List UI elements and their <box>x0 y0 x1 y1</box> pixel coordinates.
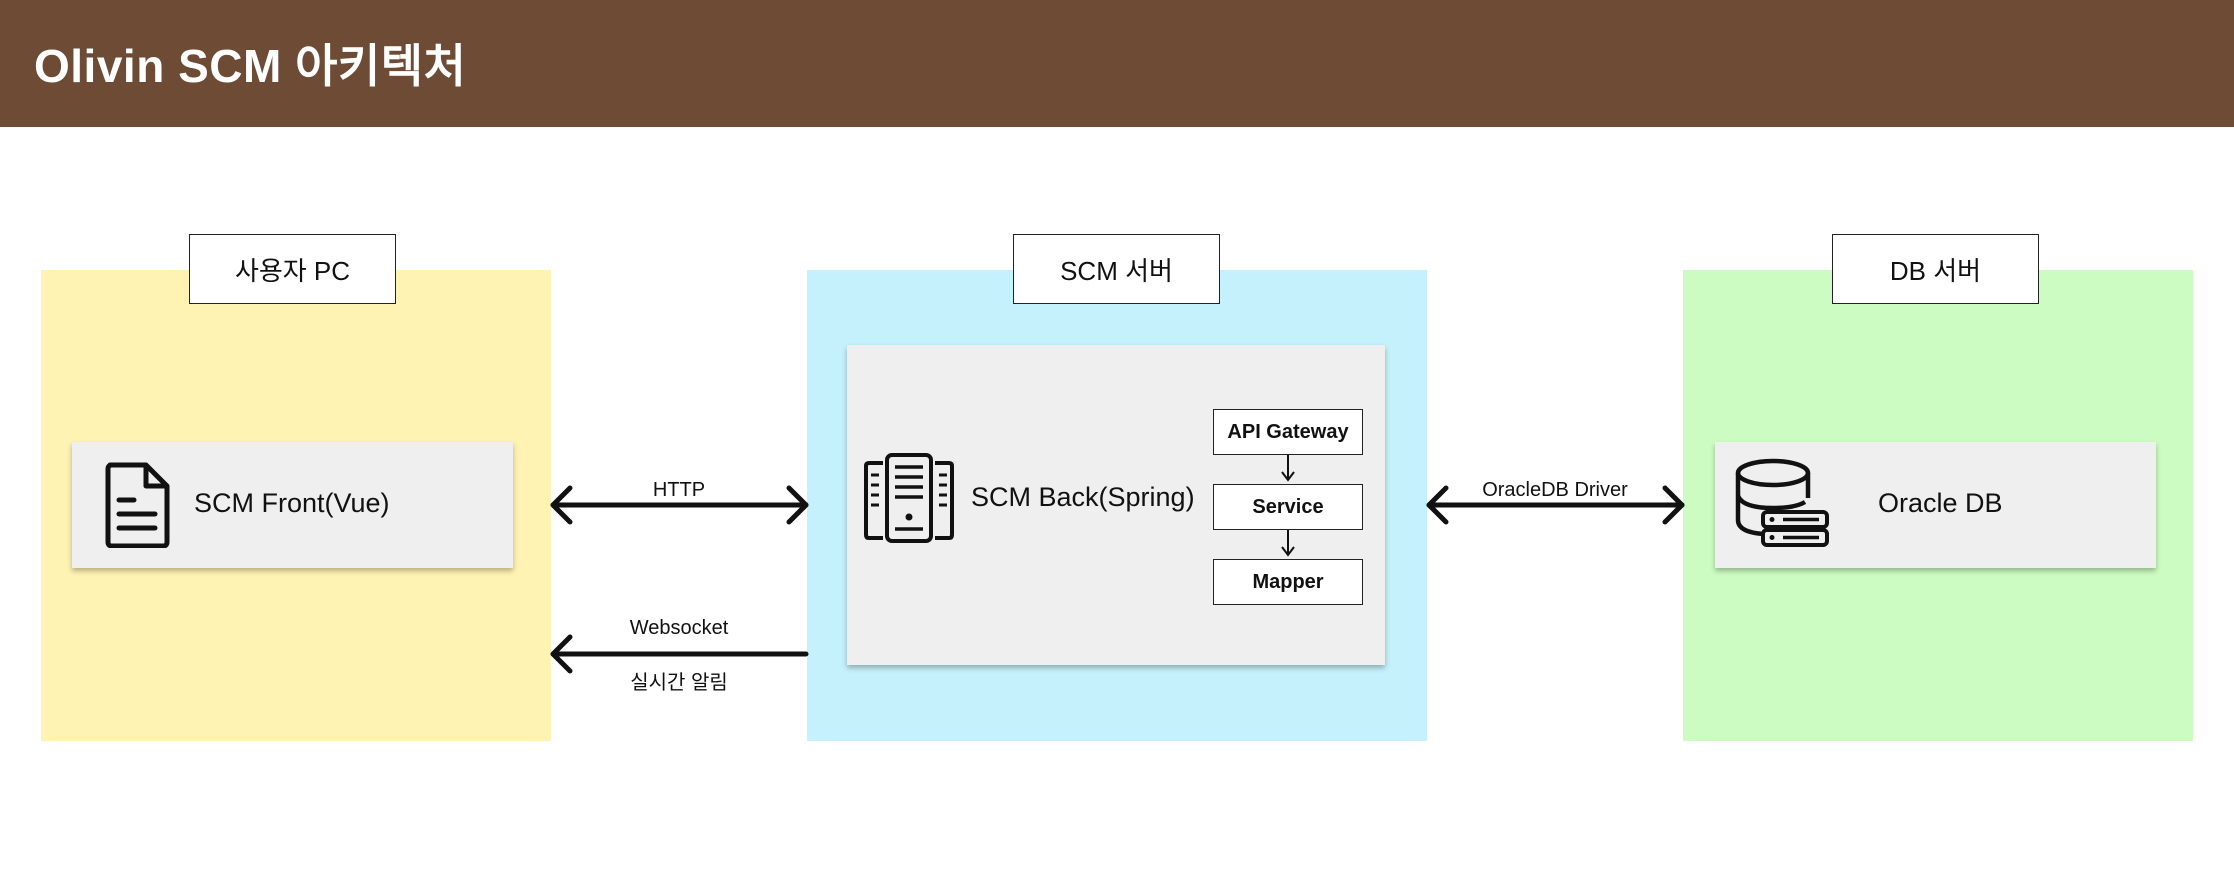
server-icon <box>864 453 954 543</box>
layer-service: Service <box>1213 484 1363 530</box>
zone-label-db-server: DB 서버 <box>1832 234 2039 304</box>
zone-label-scm-server: SCM 서버 <box>1013 234 1220 304</box>
document-icon <box>105 462 170 548</box>
node-label-db: Oracle DB <box>1878 488 2003 518</box>
node-label-front: SCM Front(Vue) <box>194 488 390 518</box>
arrow-websocket <box>550 634 809 674</box>
database-icon <box>1735 458 1829 547</box>
layer-api-gateway: API Gateway <box>1213 409 1363 455</box>
node-scm-back: SCM Back(Spring) API Gateway Service Map… <box>847 345 1385 665</box>
arrow-http <box>550 485 809 525</box>
label-websocket: Websocket <box>629 617 729 639</box>
node-scm-front: SCM Front(Vue) <box>72 442 513 568</box>
label-http: HTTP <box>652 479 706 501</box>
header-bar: Olivin SCM 아키텍처 <box>0 0 2234 127</box>
zone-label-user-pc: 사용자 PC <box>189 234 396 304</box>
layer-flow-arrows <box>1281 455 1295 557</box>
label-oracle-driver: OracleDB Driver <box>1482 479 1628 501</box>
node-label-back: SCM Back(Spring) <box>971 482 1195 512</box>
node-oracle-db: Oracle DB <box>1715 442 2156 568</box>
arrow-oracle <box>1426 485 1685 525</box>
layer-mapper: Mapper <box>1213 559 1363 605</box>
label-realtime-notification: 실시간 알림 <box>630 672 728 694</box>
page-title: Olivin SCM 아키텍처 <box>34 40 467 92</box>
